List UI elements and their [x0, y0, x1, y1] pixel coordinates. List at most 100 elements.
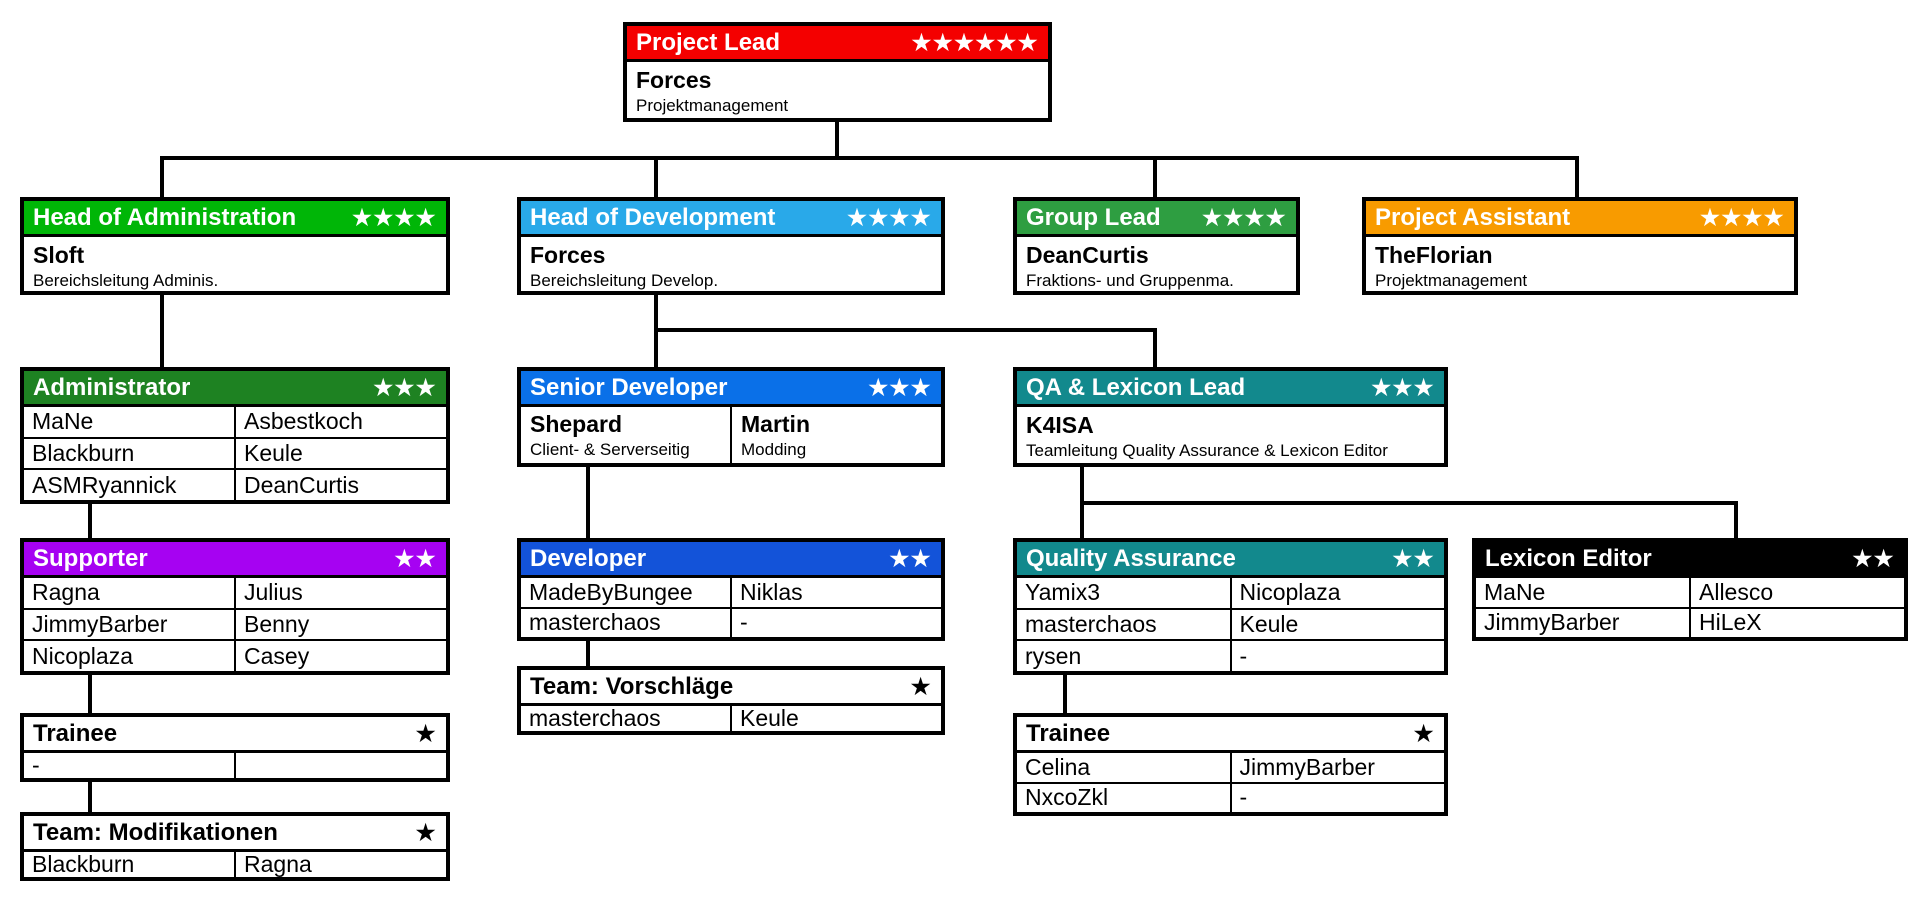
box-title: Project Lead: [636, 28, 781, 56]
star-rating: ★★★★: [1700, 204, 1785, 230]
table-cell: -: [24, 753, 236, 778]
table-cell: -: [740, 609, 748, 636]
star-rating: ★★★: [373, 374, 437, 400]
box-title: Group Lead: [1026, 203, 1161, 231]
table-cell: rysen: [1017, 641, 1232, 672]
table-cell: Asbestkoch: [244, 408, 363, 435]
connector-line: [160, 156, 164, 197]
member-name: Shepard: [530, 411, 623, 437]
table-cell: MadeByBungee: [521, 578, 732, 607]
table-row: JimmyBarber Benny: [24, 607, 446, 640]
table-cell: Yamix3: [1017, 578, 1232, 608]
box-header: Trainee★: [1017, 717, 1444, 753]
table-row: MadeByBungee Niklas: [521, 578, 941, 607]
box-body: Blackburn Ragna: [24, 852, 446, 877]
table-cell: JimmyBarber: [24, 609, 236, 640]
box-header: Quality Assurance★★: [1017, 542, 1444, 578]
star-rating: ★★: [394, 545, 437, 571]
box-header: Supporter★★: [24, 542, 446, 578]
star-rating: ★★★★★★: [911, 29, 1039, 55]
member-role: Projektmanagement: [1375, 270, 1528, 290]
table-cell: DeanCurtis: [244, 471, 360, 498]
table-cell: Keule: [1239, 611, 1299, 637]
table-cell: masterchaos: [521, 608, 732, 637]
box-title: Trainee: [33, 719, 118, 747]
table-cell: Nicoplaza: [24, 641, 236, 672]
table-cell: HiLeX: [1699, 609, 1762, 636]
table-cell: Keule: [244, 440, 303, 466]
table-cell: Benny: [244, 611, 310, 637]
box-title: QA & Lexicon Lead: [1026, 373, 1246, 401]
table-cell: Blackburn: [24, 438, 236, 469]
box-title: Administrator: [33, 373, 191, 401]
member-role: Bereichsleitung Adminis.: [33, 270, 219, 290]
table-cell: Allesco: [1699, 578, 1774, 605]
box-header: Project Lead ★★★★★★: [627, 26, 1048, 62]
table-cell: ASMRyannick: [24, 470, 236, 501]
table-cell: [236, 753, 446, 778]
connector-line: [88, 782, 92, 812]
member-role: Bereichsleitung Develop.: [530, 270, 719, 290]
member-name: Sloft: [33, 242, 85, 268]
table-row: ASMRyannick DeanCurtis: [24, 468, 446, 501]
box-header: Team: Modifikationen★: [24, 816, 446, 852]
table-row: Blackburn Ragna: [24, 852, 446, 877]
star-rating: ★★★: [1371, 374, 1435, 400]
table-cell: JimmyBarber: [1239, 753, 1375, 780]
connector-line: [160, 295, 164, 367]
star-rating: ★★★★: [847, 204, 932, 230]
table-cell: Casey: [244, 642, 310, 669]
member-name: K4ISA: [1026, 412, 1094, 438]
connector-line: [835, 122, 839, 158]
member-name: TheFlorian: [1375, 242, 1493, 268]
connector-line: [586, 641, 590, 666]
table-row: NxcoZkl-: [1017, 781, 1444, 812]
table-cell: Blackburn: [24, 852, 236, 877]
table-cell: masterchaos: [1017, 609, 1232, 640]
connector-line: [1575, 156, 1579, 197]
member-role: Projektmanagement: [636, 95, 789, 115]
org-box-team-modifikationen: Team: Modifikationen★Blackburn Ragna: [20, 812, 450, 881]
box-header: Head of Development★★★★: [521, 201, 941, 237]
star-rating: ★: [1413, 720, 1435, 746]
connector-line: [586, 467, 590, 538]
connector-line: [1063, 675, 1067, 713]
connector-line: [654, 156, 658, 197]
box-header: Team: Vorschläge★: [521, 670, 941, 706]
box-header: Trainee★: [24, 717, 446, 753]
table-row: masterchaos-: [521, 606, 941, 637]
box-title: Team: Vorschläge: [530, 672, 734, 700]
connector-line: [1734, 501, 1738, 538]
member-role: Client- & Serverseitig: [530, 439, 690, 459]
table-cell: Julius: [244, 579, 303, 606]
table-cell: -: [1239, 784, 1248, 811]
table-cell: masterchaos: [521, 706, 732, 731]
box-title: Lexicon Editor: [1485, 544, 1652, 572]
table-cell: Ragna: [244, 852, 312, 877]
box-title: Team: Modifikationen: [33, 818, 278, 846]
table-cell: Niklas: [740, 578, 803, 605]
